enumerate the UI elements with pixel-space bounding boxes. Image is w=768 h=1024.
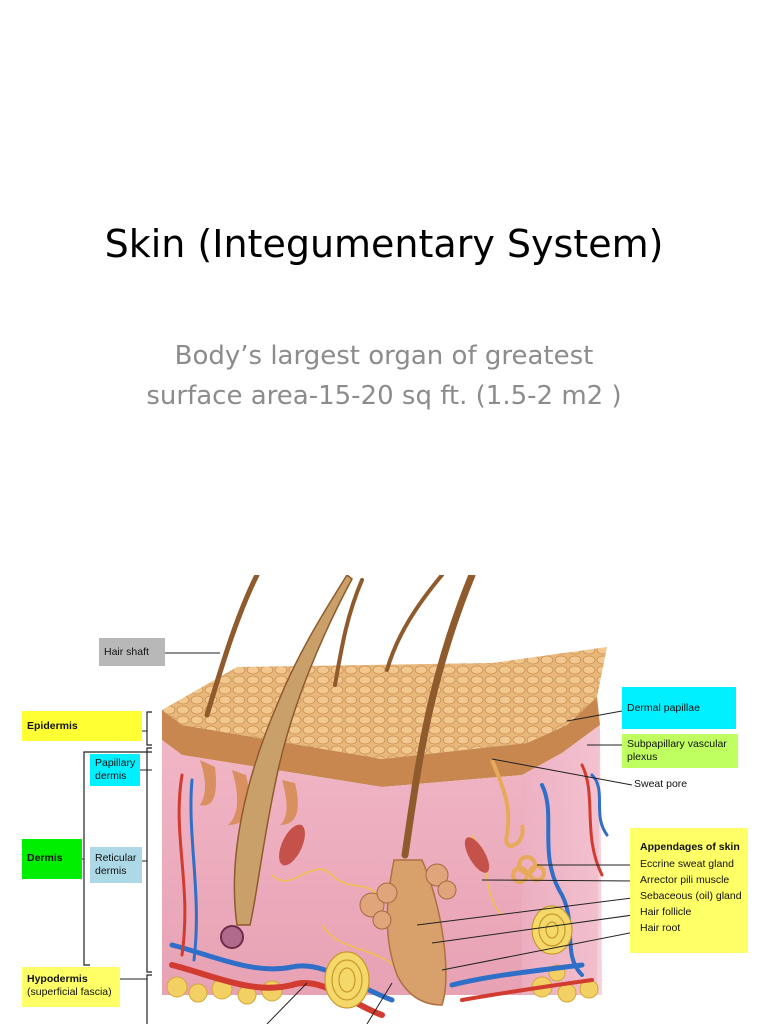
slide-title: Skin (Integumentary System) bbox=[104, 222, 664, 266]
dermal-papillae-label: Dermal papillae bbox=[622, 687, 736, 729]
arrector-pili-muscle-label: Arrector pili muscle bbox=[640, 874, 730, 886]
slide-subtitle: Body’s largest organ of greatest surface… bbox=[0, 336, 768, 416]
hair-root-label: Hair root bbox=[640, 922, 681, 934]
eccrine-sweat-gland bbox=[490, 759, 546, 884]
epidermis-label: Epidermis bbox=[22, 711, 142, 741]
subtitle-line-1: Body’s largest organ of greatest bbox=[174, 341, 594, 371]
skin-diagram: Hair shaft Epidermis Papillary dermis De… bbox=[22, 575, 752, 1024]
subtitle-line-2: surface area-15-20 sq ft. (1.5-2 m2 ) bbox=[146, 381, 622, 411]
appendages-of-skin-box: Appendages of skin Eccrine sweat gland A… bbox=[630, 828, 748, 953]
sebaceous-gland-label: Sebaceous (oil) gland bbox=[640, 890, 742, 902]
sweat-pore-label: Sweat pore bbox=[634, 778, 688, 790]
hair-follicle-left bbox=[233, 575, 353, 926]
papillary-dermis-label: Papillary dermis bbox=[90, 754, 140, 786]
skin-cross-section-illustration bbox=[82, 575, 641, 1024]
subpapillary-plexus-label: Subpapillary vascular plexus bbox=[622, 734, 738, 768]
hair-shaft-label: Hair shaft bbox=[99, 638, 165, 666]
dermis-label: Dermis bbox=[22, 839, 82, 879]
hair-follicle-label: Hair follicle bbox=[640, 906, 692, 918]
reticular-dermis-label: Reticular dermis bbox=[90, 847, 142, 883]
hypodermis-label: Hypodermis (superficial fascia) bbox=[22, 967, 120, 1007]
eccrine-sweat-gland-label: Eccrine sweat gland bbox=[640, 858, 734, 870]
hair-shafts bbox=[204, 575, 476, 859]
